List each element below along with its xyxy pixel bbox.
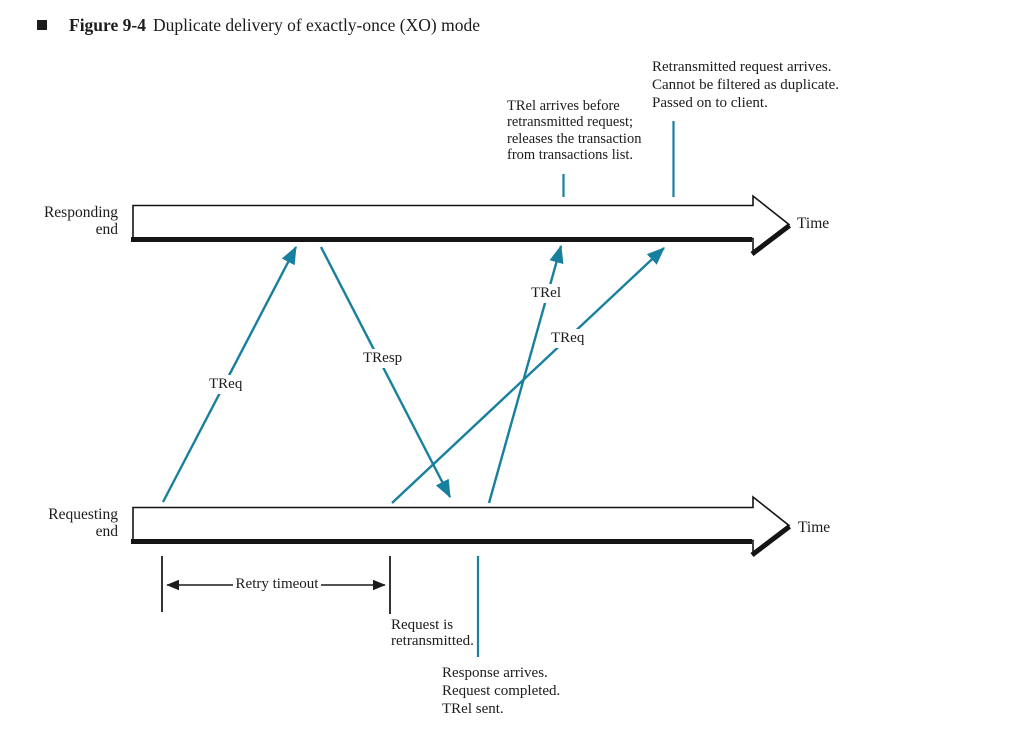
responding-end-label: Responding end <box>43 204 118 238</box>
tresp-arrow <box>319 246 452 499</box>
treq-label: TReq <box>206 375 246 394</box>
response-arrives-annotation: Response arrives. Request completed. TRe… <box>442 665 561 717</box>
request-retransmitted-annotation: Request is retransmitted. <box>391 617 474 649</box>
retransmitted-treq-arrow <box>391 247 665 504</box>
bullet-square-icon <box>37 20 47 30</box>
figure-title: Figure 9-4 Duplicate delivery of exactly-… <box>37 14 480 36</box>
requesting-timeline <box>131 495 792 557</box>
trel-arrives-annotation: TRel arrives before retransmitted reques… <box>507 98 642 164</box>
requesting-end-label: Requesting end <box>48 506 118 540</box>
time-axis-label-top: Time <box>797 215 830 232</box>
treq-arrow <box>161 245 298 503</box>
figure-caption: Duplicate delivery of exactly-once (XO) … <box>152 15 480 35</box>
responding-timeline <box>131 194 792 256</box>
time-axis-label-bottom: Time <box>798 519 831 536</box>
retry-timeout-label: Retry timeout <box>235 576 319 592</box>
figure-number: Figure 9-4 <box>69 15 146 35</box>
tresp-label: TResp <box>360 349 406 368</box>
trel-label: TRel <box>528 284 564 303</box>
retransmitted-arrives-annotation: Retransmitted request arrives. Cannot be… <box>652 59 840 112</box>
retransmitted-treq-label: TReq <box>548 329 588 348</box>
